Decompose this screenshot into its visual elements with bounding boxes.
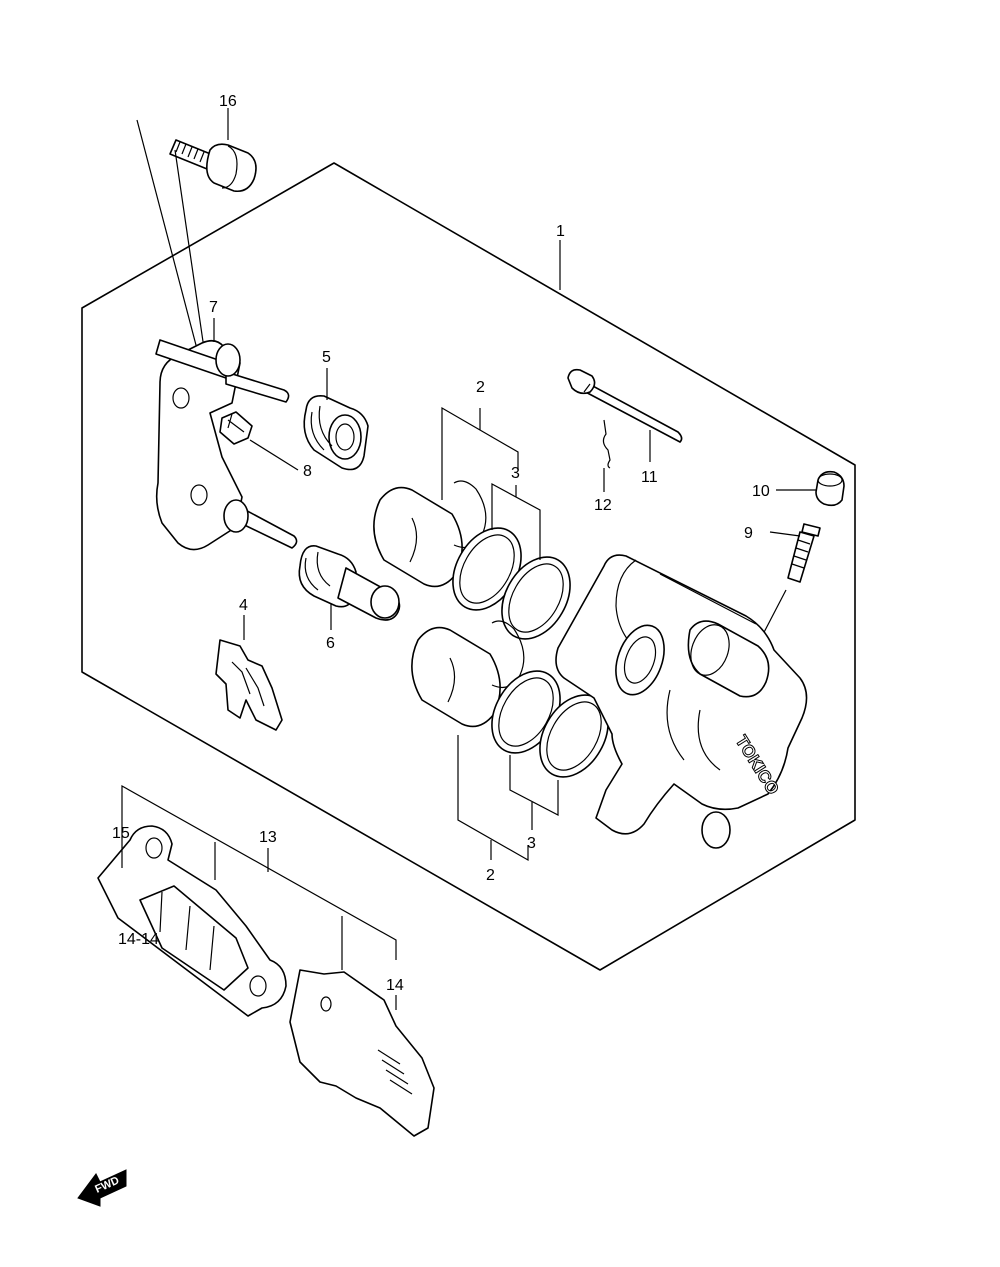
callout-5: 5	[322, 349, 331, 366]
pin-part-11	[567, 368, 683, 443]
callout-9: 9	[744, 525, 753, 542]
pad-marking: 14-14	[118, 931, 159, 948]
callout-8: 8	[303, 463, 312, 480]
shim-part-14	[289, 969, 435, 1137]
seal-upper-part-3	[452, 527, 571, 640]
callout-6: 6	[326, 635, 335, 652]
callout-15: 15	[112, 825, 130, 842]
callout-10: 10	[752, 483, 770, 500]
assembly-outline	[81, 162, 856, 971]
pin-part-6	[298, 545, 401, 621]
callout-1: 1	[556, 223, 565, 240]
clip-part-12	[602, 419, 611, 469]
callout-2-lower: 2	[486, 867, 495, 884]
bolt-part-16	[169, 139, 257, 193]
bracket-3-lower	[509, 755, 559, 816]
spring-plate-part-4	[215, 639, 283, 731]
callout-14: 14	[386, 977, 404, 994]
boot-part-5	[303, 394, 369, 471]
cap-part-10	[815, 470, 845, 507]
callout-3-upper: 3	[511, 465, 520, 482]
caliper-body-part-1: TOKICO	[555, 554, 808, 849]
callout-3-lower: 3	[527, 835, 536, 852]
seal-lower-part-3	[491, 670, 609, 778]
bracket-part-7	[155, 339, 298, 551]
callout-11: 11	[641, 469, 658, 486]
brake-pad-part-15: 14-14	[97, 825, 287, 1017]
bleeder-part-9	[787, 523, 821, 583]
callout-12: 12	[594, 497, 612, 514]
leader-8	[249, 439, 299, 471]
callout-2-upper: 2	[476, 379, 485, 396]
callout-16: 16	[219, 93, 237, 110]
callout-4: 4	[239, 597, 248, 614]
forward-direction-arrow: FWD	[77, 1169, 127, 1207]
leader-9	[769, 531, 801, 537]
bracket-2-lower	[457, 735, 529, 862]
callout-13: 13	[259, 829, 277, 846]
callout-7: 7	[209, 299, 218, 316]
clip-part-8	[219, 411, 253, 445]
bracket-13	[121, 784, 397, 960]
